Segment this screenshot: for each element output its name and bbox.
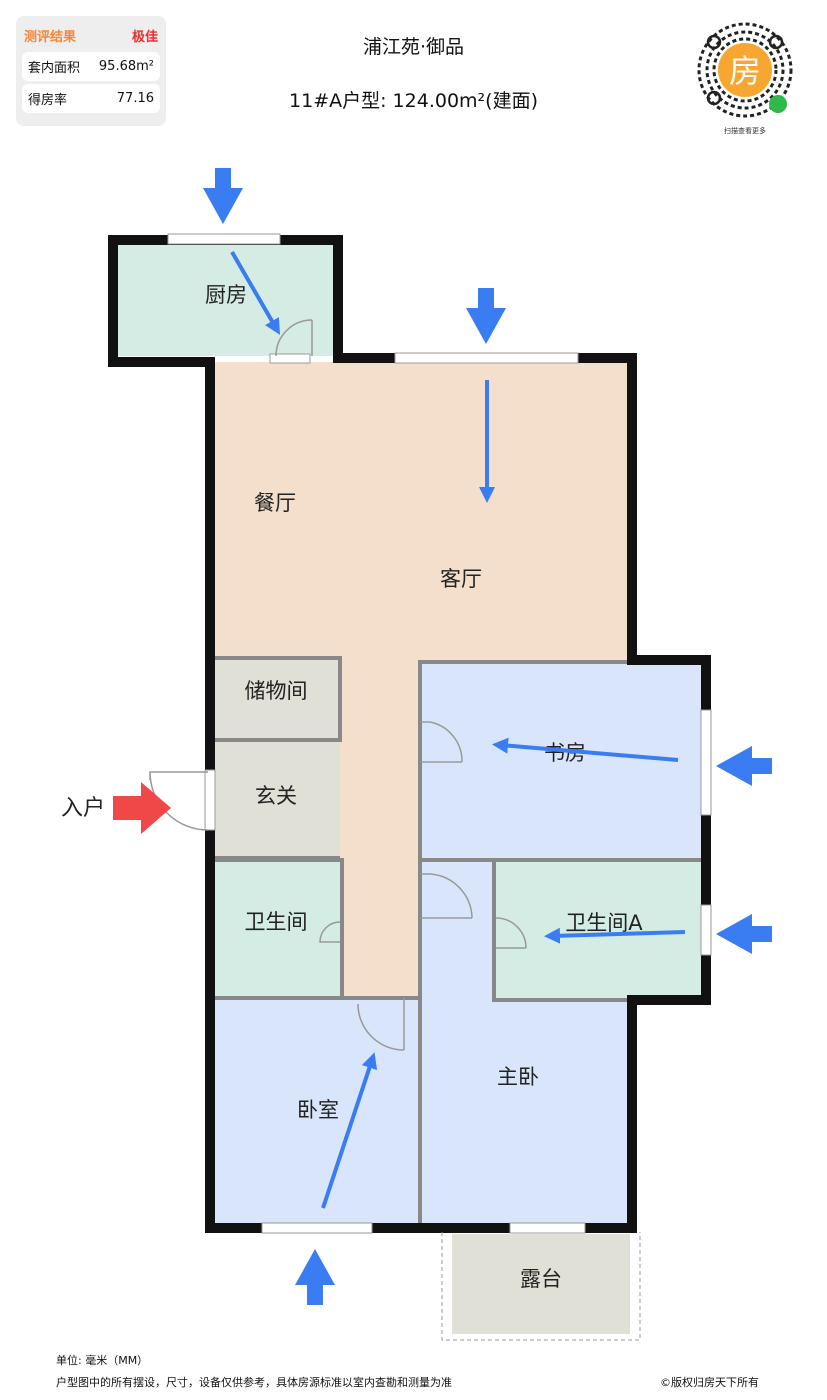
disclaimer: 户型图中的所有摆设，尺寸，设备仅供参考，具体房源标准以室内查勘和测量为准 — [56, 1376, 452, 1389]
foyer-room — [214, 742, 340, 858]
qr-code[interactable]: 房 扫描查看更多 — [692, 20, 798, 135]
terrace-label: 露台 — [520, 1267, 562, 1291]
foyer-label: 玄关 — [255, 784, 297, 808]
inflow-arrow-icons — [203, 168, 772, 1305]
ratio-value: 77.16 — [116, 91, 154, 106]
outer-walls — [108, 235, 711, 1233]
area-row: 套内面积 95.68m² — [22, 52, 160, 81]
living-label: 客厅 — [440, 567, 482, 591]
bedroom-room — [214, 1000, 418, 1226]
doors — [149, 319, 527, 1051]
bathroom-label: 卫生间 — [245, 910, 308, 934]
interior-walls — [214, 656, 702, 1226]
bathroom-a-room — [496, 862, 702, 998]
storage-label: 储物间 — [245, 679, 308, 703]
qr-caption: 扫描查看更多 — [724, 127, 766, 135]
qr-pattern-icon: 房 — [697, 22, 793, 118]
bathroom-room — [214, 862, 340, 996]
bedroom-label: 卧室 — [297, 1098, 339, 1122]
master-bedroom-label: 主卧 — [497, 1065, 539, 1089]
windows — [167, 233, 712, 1234]
airflow-arrows — [230, 250, 686, 1209]
bathroom-a-label: 卫生间A — [565, 911, 643, 935]
evaluation-card: 测评结果 极佳 套内面积 95.68m² 得房率 77.16 — [16, 16, 166, 126]
project-title: 浦江苑·御品 — [362, 36, 465, 58]
kitchen-room — [116, 244, 334, 356]
qr-center-char: 房 — [729, 52, 761, 90]
area-value: 95.68m² — [98, 59, 154, 74]
kitchen-label: 厨房 — [205, 283, 247, 307]
unit-title: 11#A户型: 124.00m²(建面) — [289, 90, 538, 112]
evaluation-rating: 极佳 — [131, 30, 158, 45]
storage-room — [214, 658, 340, 740]
terrace-room — [452, 1234, 630, 1334]
master-bedroom-room — [422, 862, 630, 1226]
evaluation-heading: 测评结果 — [24, 30, 77, 45]
unit-note: 单位: 毫米（MM） — [56, 1354, 149, 1367]
copyright: ©版权归房天下所有 — [660, 1376, 759, 1389]
entry-arrow-icon — [113, 782, 171, 834]
ratio-row: 得房率 77.16 — [22, 84, 160, 113]
entry-label: 入户 — [61, 796, 105, 821]
dining-label: 餐厅 — [254, 491, 296, 515]
ratio-label: 得房率 — [28, 93, 68, 108]
area-label: 套内面积 — [28, 61, 81, 76]
study-room — [422, 664, 702, 858]
